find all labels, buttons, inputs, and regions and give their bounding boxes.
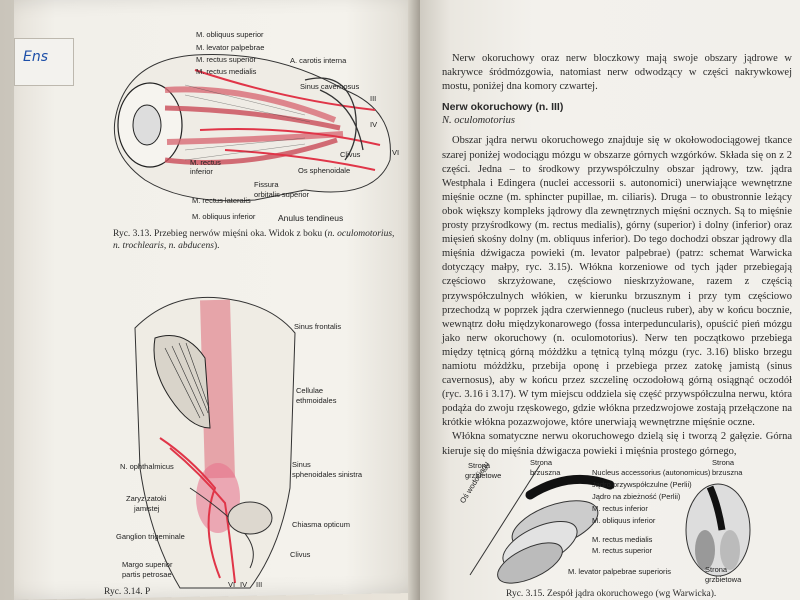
label-nerve-iii: III	[370, 94, 377, 103]
caption-italic-2: n. trochlearis, n. abducens	[113, 241, 214, 251]
section-heading-latin: N. oculomotorius	[442, 115, 515, 127]
tab-label: Ens	[23, 49, 49, 65]
body-paragraph-2: Włókna somatyczne nerwu okoruchowego dzi…	[442, 431, 792, 457]
label-levator-palpebrae-3: M. levator palpebrae superioris	[568, 567, 671, 576]
label-zaryz: Zaryz zatoki	[126, 494, 167, 503]
label-fissura-orbitalis: orbitalis superior	[254, 190, 310, 199]
section-heading: Nerw okoruchowy (n. III)	[442, 101, 564, 114]
body-paragraph-1: Obszar jądra nerwu okoruchowego znajduje…	[442, 135, 792, 429]
label-clivus: Clivus	[340, 150, 361, 159]
label-n-ophthalmicus: N. ophthalmicus	[120, 462, 174, 471]
label-nerve-iv-2: IV	[240, 580, 248, 589]
caption-end: ).	[213, 241, 220, 251]
label-partis-petrosae: partis petrosae	[122, 570, 172, 579]
label-strona-brzuszna-2: brzuszna	[530, 468, 561, 477]
label-strona-brzuszna-r: Strona	[712, 458, 735, 467]
label-strona-grzbietowa-r2: grzbietowa	[705, 575, 742, 584]
sticky-tab: Ens	[14, 38, 74, 86]
label-rectus-superior: M. rectus superior	[196, 55, 257, 64]
label-rectus-medialis: M. rectus medialis	[196, 67, 257, 76]
caption-text: Ryc. 3.13. Przebieg nerwów mięśni oka. W…	[113, 229, 328, 239]
label-os-sphenoidale: Os sphenoidale	[298, 166, 351, 175]
intro-paragraph: Nerw okoruchowy oraz nerw bloczkowy mają…	[442, 53, 792, 93]
label-nerve-iv: IV	[370, 120, 378, 129]
label-jamistej: jamistej	[134, 504, 160, 513]
label-clivus-2: Clivus	[290, 550, 311, 559]
label-jadro-przywspolczulne: Jądro przywspółczulne (Perlii)	[592, 480, 692, 489]
figure-sinus-cavernosus-top	[134, 296, 296, 589]
label-obliquus-inferior-3: M. obliquus inferior	[592, 516, 656, 525]
label-rectus-inferior: M. rectus inferior	[190, 158, 221, 176]
label-anulus-tendineus: Anulus tendineus	[278, 213, 344, 223]
right-page-text: Nerw okoruchowy oraz nerw bloczkowy mają…	[442, 52, 792, 459]
label-obliquus-superior: M. obliquus superior	[196, 30, 264, 39]
label-fissura: Fissura	[254, 180, 279, 189]
figure-oculomotor-nucleus	[469, 464, 751, 584]
label-ethmoidales: ethmoidales	[296, 396, 337, 405]
label-strona-brzuszna: Strona	[530, 458, 553, 467]
label-strona-grzbietowe: Strona	[468, 461, 491, 470]
label-rectus-lateralis: M. rectus lateralis	[192, 196, 251, 205]
label-levator-palpebrae: M. levator palpebrae	[196, 43, 265, 52]
label-nerve-vi-2: VI	[228, 580, 236, 589]
label-strona-grzbietowe-2: grzbietowe	[465, 471, 502, 480]
label-sinus: Sinus	[292, 460, 311, 469]
caption-fig-3-14: Ryc. 3.14. P	[104, 587, 151, 597]
label-nucleus-accessorius: Nucleus accessorius (autonomicus)	[592, 468, 711, 477]
label-carotis-interna: A. carotis interna	[290, 56, 347, 65]
label-chiasma-opticum: Chiasma opticum	[292, 520, 350, 529]
label-sinus-cavernosus: Sinus cavernosus	[300, 82, 360, 91]
label-margo-superior: Margo superior	[122, 560, 173, 569]
label-nerve-iii-2: III	[256, 580, 263, 589]
label-nerve-vi: VI	[392, 148, 400, 157]
label-rectus-medialis-3: M. rectus medialis	[592, 535, 653, 544]
label-strona-grzbietowa-r: Strona	[705, 565, 728, 574]
label-sphenoidales-sinistra: sphenoidales sinistra	[292, 470, 363, 479]
figure-eye-muscles-lateral	[113, 53, 391, 202]
label-rectus-inferior-3: M. rectus inferior	[592, 504, 648, 513]
label-strona-brzuszna-r2: brzuszna	[712, 468, 743, 477]
label-jadro-zbieznosc: Jądro na zbieżność (Perlii)	[592, 492, 681, 501]
label-cellulae: Cellulae	[296, 386, 324, 395]
label-obliquus-inferior: M. obliquus inferior	[192, 212, 256, 221]
caption-italic: n. oculomotorius,	[327, 229, 395, 239]
label-rectus-superior-3: M. rectus superior	[592, 546, 653, 555]
caption-fig-3-13: Ryc. 3.13. Przebieg nerwów mięśni oka. W…	[113, 228, 413, 252]
caption-fig-3-15: Ryc. 3.15. Zespół jądra okoruchowego (wg…	[506, 589, 717, 599]
label-ganglion-trigeminale: Ganglion trigeminale	[116, 532, 185, 541]
label-sinus-frontalis: Sinus frontalis	[294, 322, 342, 331]
